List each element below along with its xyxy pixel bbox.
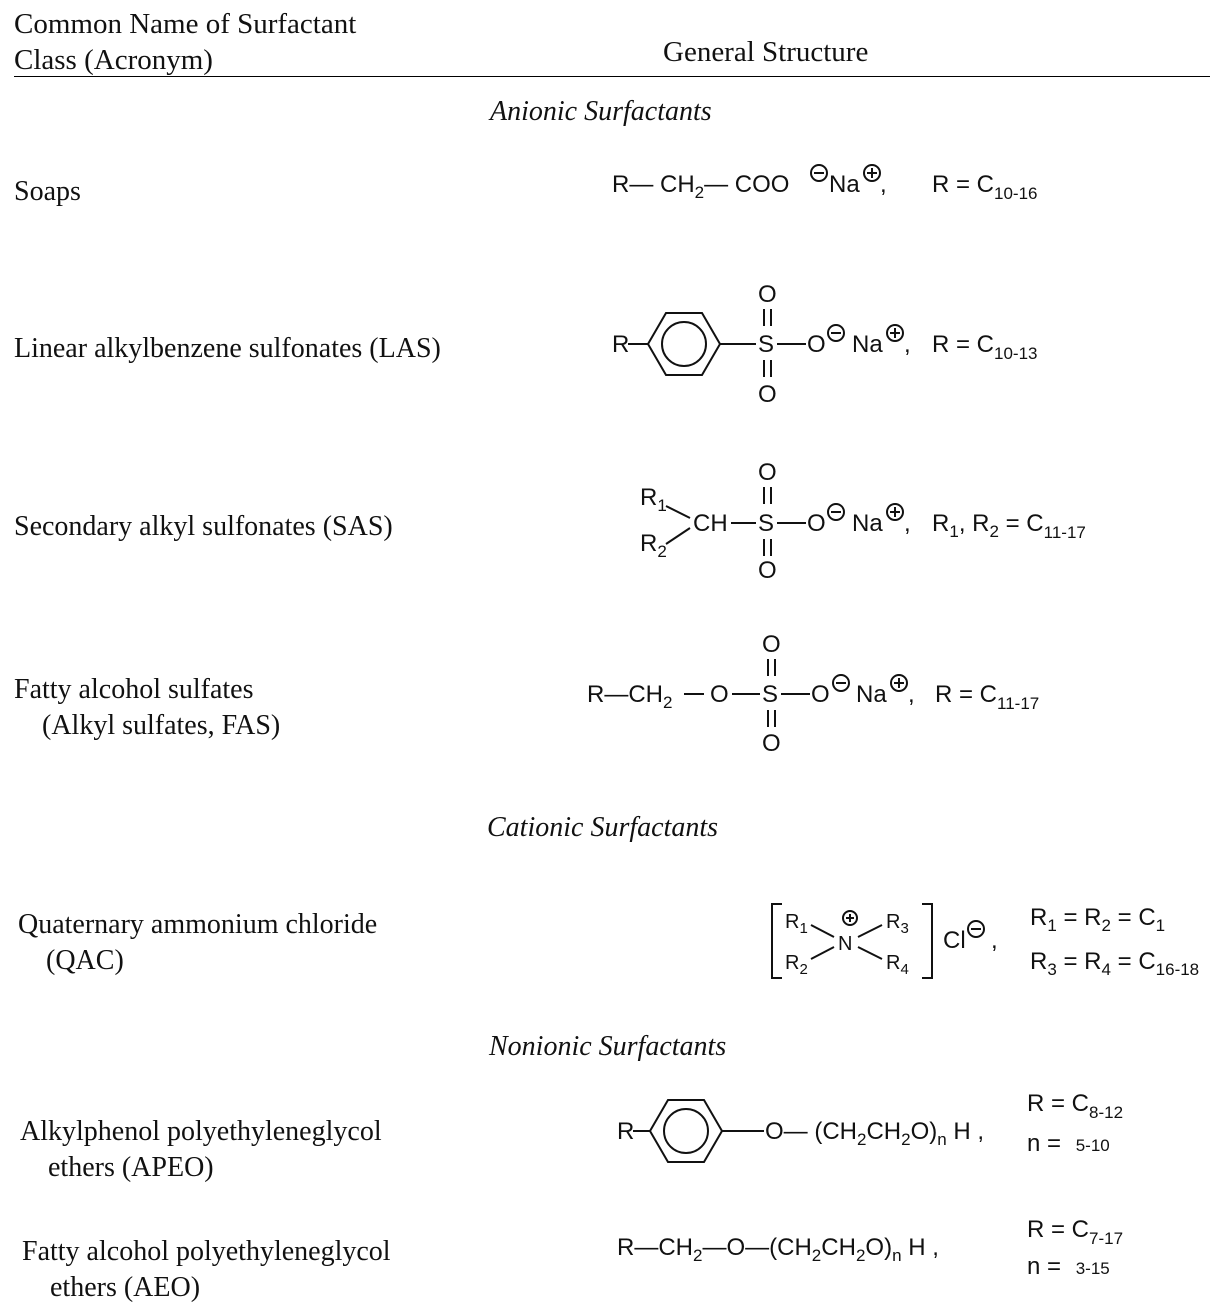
svg-text:O: O xyxy=(710,681,729,708)
svg-text:O— (CH2CH2O)n H ,: O— (CH2CH2O)n H , xyxy=(765,1118,984,1149)
row-name-fas-line1: Fatty alcohol sulfates xyxy=(14,674,254,705)
minus-charge-icon xyxy=(827,503,845,521)
minus-charge-icon xyxy=(810,164,828,182)
svg-text:R1: R1 xyxy=(785,911,808,937)
svg-text:R— CH2— COO: R— CH2— COO xyxy=(612,171,789,202)
benzene-ring-icon xyxy=(646,312,722,376)
structure-aeo: R—CH2—O—(CH2CH2O)n H , R = C7-17 n = 3-1… xyxy=(617,1216,1123,1280)
row-name-aeo-line1: Fatty alcohol polyethyleneglycol xyxy=(22,1236,391,1267)
row-name-fas-line2: (Alkyl sulfates, FAS) xyxy=(42,710,281,741)
structure-apeo: R O— (CH2CH2O)n H , R = C8-12 n = 5-10 xyxy=(617,1090,1123,1163)
column-header-name-line1: Common Name of Surfactant xyxy=(14,8,357,40)
range-aeo-n: n = 3-15 xyxy=(1027,1253,1110,1280)
minus-charge-icon xyxy=(967,920,985,938)
column-header-name: Common Name of Surfactant Class (Acronym… xyxy=(14,6,356,78)
section-nonionic: Nonionic Surfactants xyxy=(489,1031,727,1062)
svg-text:O: O xyxy=(758,281,777,308)
svg-text:R1: R1 xyxy=(640,484,667,515)
row-name-soaps: Soaps xyxy=(14,176,81,207)
plus-charge-icon xyxy=(863,164,881,182)
svg-text:R: R xyxy=(612,331,629,358)
header-rule xyxy=(14,76,1210,77)
range-apeo-n: n = 5-10 xyxy=(1027,1130,1110,1157)
structure-soaps: R— CH2— COO Na , R = C10-16 xyxy=(612,164,1038,203)
svg-text:R—CH2—O—(CH2CH2O)n H ,: R—CH2—O—(CH2CH2O)n H , xyxy=(617,1234,939,1265)
svg-text:O: O xyxy=(807,510,826,537)
svg-text:,: , xyxy=(908,681,915,708)
svg-text:CH: CH xyxy=(693,510,728,537)
structure-sas: R1 R2 CH S O O O Na , R1, R2 = C11-17 xyxy=(640,459,1086,584)
section-anionic: Anionic Surfactants xyxy=(490,96,712,127)
svg-text:R: R xyxy=(617,1118,634,1145)
range-fas: R = C11-17 xyxy=(935,681,1039,713)
plus-charge-icon xyxy=(842,910,858,926)
range-aeo-r: R = C7-17 xyxy=(1027,1216,1123,1248)
svg-text:S: S xyxy=(762,681,778,708)
svg-text:R2: R2 xyxy=(640,530,667,561)
svg-text:Na: Na xyxy=(852,331,883,358)
row-name-apeo: Alkylphenol polyethyleneglycol ethers (A… xyxy=(20,1114,382,1186)
row-name-fas: Fatty alcohol sulfates (Alkyl sulfates, … xyxy=(14,672,280,744)
svg-text:O: O xyxy=(762,631,781,658)
svg-text:O: O xyxy=(758,557,777,584)
range-sas: R1, R2 = C11-17 xyxy=(932,510,1086,542)
column-header-name-line2: Class (Acronym) xyxy=(14,44,213,76)
range-qac-2: R3 = R4 = C16-18 xyxy=(1030,948,1199,979)
svg-text:,: , xyxy=(904,331,911,358)
minus-charge-icon xyxy=(827,324,845,342)
svg-text:,: , xyxy=(880,171,887,198)
svg-text:R—CH2: R—CH2 xyxy=(587,681,672,712)
range-apeo-r: R = C8-12 xyxy=(1027,1090,1123,1122)
svg-text:S: S xyxy=(758,331,774,358)
benzene-ring-icon xyxy=(648,1099,724,1163)
row-name-sas: Secondary alkyl sulfonates (SAS) xyxy=(14,511,393,542)
row-name-las: Linear alkylbenzene sulfonates (LAS) xyxy=(14,333,441,364)
svg-text:Cl: Cl xyxy=(943,927,966,954)
plus-charge-icon xyxy=(890,674,908,692)
svg-text:O: O xyxy=(762,730,781,757)
plus-charge-icon xyxy=(886,503,904,521)
svg-text:Na: Na xyxy=(852,510,883,537)
svg-text:R3: R3 xyxy=(886,911,909,937)
svg-text:Na: Na xyxy=(856,681,887,708)
row-name-aeo-line2: ethers (AEO) xyxy=(50,1272,201,1303)
row-name-qac-line2: (QAC) xyxy=(46,945,124,976)
structure-qac: R1 R2 N R3 R4 Cl , R1 = R2 = C1 R3 = R4 … xyxy=(771,903,1199,979)
svg-text:N: N xyxy=(838,933,852,955)
section-cationic: Cationic Surfactants xyxy=(487,812,718,843)
column-header-structure: General Structure xyxy=(663,36,869,68)
svg-text:S: S xyxy=(758,510,774,537)
svg-text:R2: R2 xyxy=(785,952,808,978)
structure-las: R S O O O Na , R = C10-13 xyxy=(612,281,1038,408)
plus-charge-icon xyxy=(886,324,904,342)
svg-text:O: O xyxy=(807,331,826,358)
range-qac-1: R1 = R2 = C1 xyxy=(1030,904,1165,935)
svg-text:Na: Na xyxy=(829,171,860,198)
minus-charge-icon xyxy=(832,674,850,692)
row-name-apeo-line1: Alkylphenol polyethyleneglycol xyxy=(20,1116,382,1147)
svg-text:O: O xyxy=(758,459,777,486)
svg-text:O: O xyxy=(811,681,830,708)
svg-text:,: , xyxy=(991,927,998,954)
svg-text:R4: R4 xyxy=(886,952,909,978)
row-name-qac: Quaternary ammonium chloride (QAC) xyxy=(18,907,377,979)
svg-text:,: , xyxy=(904,510,911,537)
row-name-apeo-line2: ethers (APEO) xyxy=(48,1152,214,1183)
range-soaps: R = C10-16 xyxy=(932,171,1038,203)
row-name-aeo: Fatty alcohol polyethyleneglycol ethers … xyxy=(22,1234,391,1306)
row-name-qac-line1: Quaternary ammonium chloride xyxy=(18,909,378,940)
structure-fas: R—CH2 O S O O O Na , R = C11-17 xyxy=(587,631,1039,757)
range-las: R = C10-13 xyxy=(932,331,1038,363)
svg-text:O: O xyxy=(758,381,777,408)
